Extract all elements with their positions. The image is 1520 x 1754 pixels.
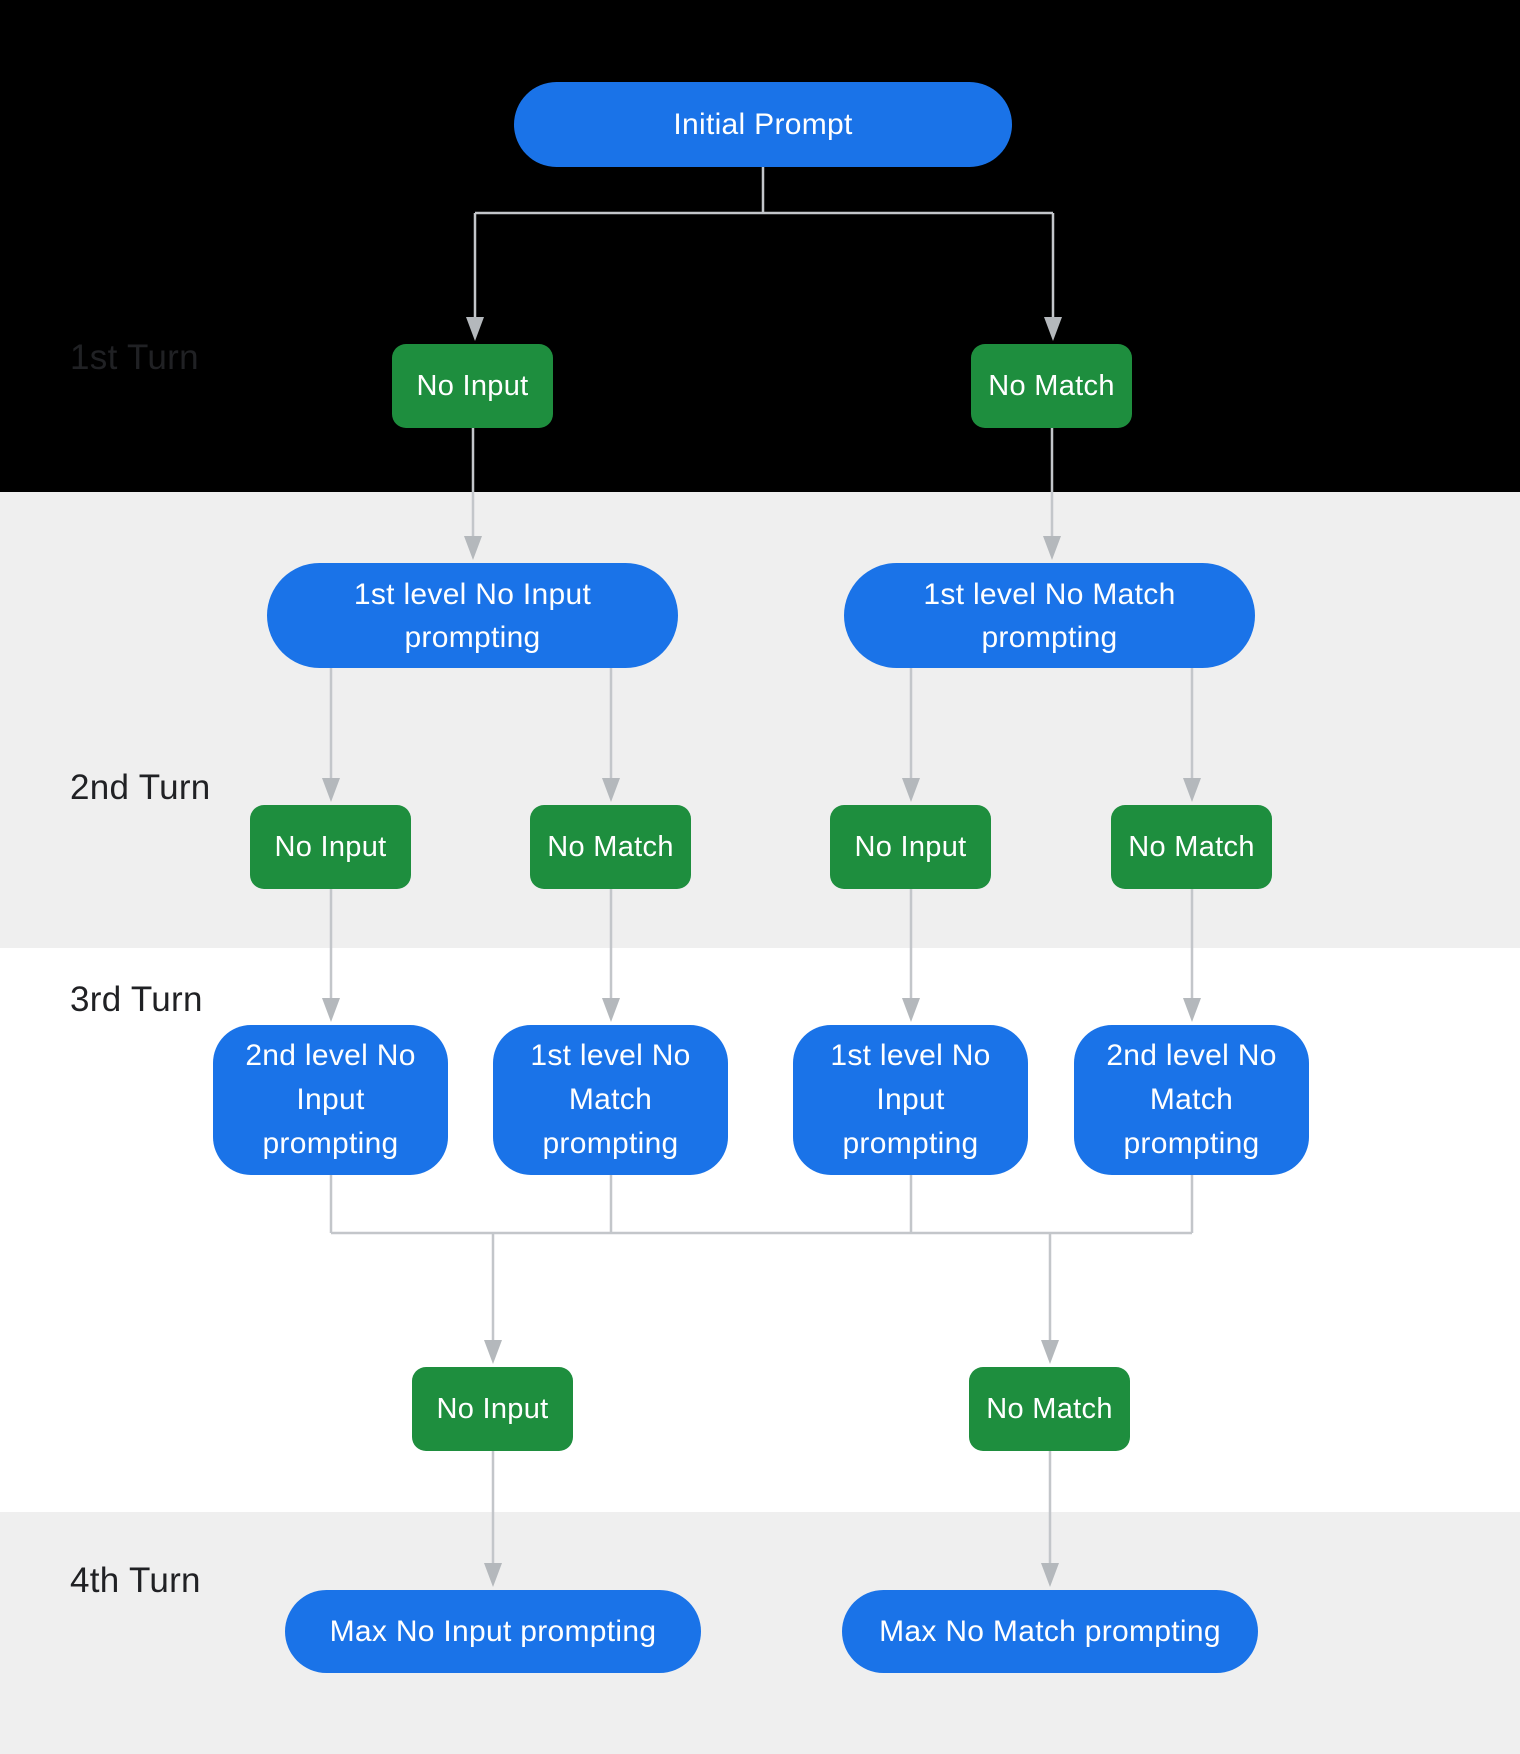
node-label: Initial Prompt	[673, 108, 853, 141]
node-label: No Input	[416, 369, 529, 402]
turn2-no-match-node-1: No Match	[530, 805, 691, 889]
turn-label-3: 3rd Turn	[70, 980, 203, 1019]
turn-label-4: 4th Turn	[70, 1561, 201, 1600]
node-label: Max No Input prompting	[329, 1615, 657, 1648]
node-label: No Input	[854, 830, 967, 863]
turn1-no-input-node: No Input	[392, 344, 553, 428]
turn3-2nd-level-no-match-prompting-node: 2nd level No Match prompting	[1074, 1025, 1309, 1175]
turn2-no-match-node-2: No Match	[1111, 805, 1272, 889]
turn2-no-input-node-1: No Input	[250, 805, 411, 889]
turn2-no-input-node-2: No Input	[830, 805, 991, 889]
turn3-no-match-node: No Match	[969, 1367, 1130, 1451]
turn-band-4	[0, 1512, 1520, 1754]
node-label: 2nd level No Input prompting	[245, 1039, 416, 1160]
turn-band-2	[0, 492, 1520, 948]
node-label: No Input	[436, 1392, 549, 1425]
node-label: 1st level No Input prompting	[353, 577, 592, 654]
turn3-1st-level-no-match-prompting-node: 1st level No Match prompting	[493, 1025, 728, 1175]
turn1-no-match-node: No Match	[971, 344, 1132, 428]
turn4-max-no-match-prompting-node: Max No Match prompting	[842, 1590, 1258, 1673]
turn3-2nd-level-no-input-prompting-node: 2nd level No Input prompting	[213, 1025, 448, 1175]
turn-band-1	[0, 0, 1520, 492]
node-label: 2nd level No Match prompting	[1106, 1039, 1277, 1160]
node-label: 1st level No Input prompting	[830, 1039, 991, 1160]
turn3-no-input-node: No Input	[412, 1367, 573, 1451]
turn4-max-no-input-prompting-node: Max No Input prompting	[285, 1590, 701, 1673]
node-label: No Match	[547, 830, 674, 863]
node-label: No Match	[988, 369, 1115, 402]
turn-label-2: 2nd Turn	[70, 768, 211, 807]
turn2-no-input-prompting-node: 1st level No Input prompting	[267, 563, 678, 668]
node-label: 1st level No Match prompting	[923, 577, 1176, 654]
node-label: 1st level No Match prompting	[530, 1039, 691, 1160]
turn3-1st-level-no-input-prompting-node: 1st level No Input prompting	[793, 1025, 1028, 1175]
node-label: No Match	[1128, 830, 1255, 863]
node-label: No Input	[274, 830, 387, 863]
node-label: Max No Match prompting	[879, 1615, 1221, 1648]
initial-prompt-node: Initial Prompt	[514, 82, 1012, 167]
turn2-no-match-prompting-node: 1st level No Match prompting	[844, 563, 1255, 668]
turn-label-1: 1st Turn	[70, 338, 199, 377]
node-label: No Match	[986, 1392, 1113, 1425]
